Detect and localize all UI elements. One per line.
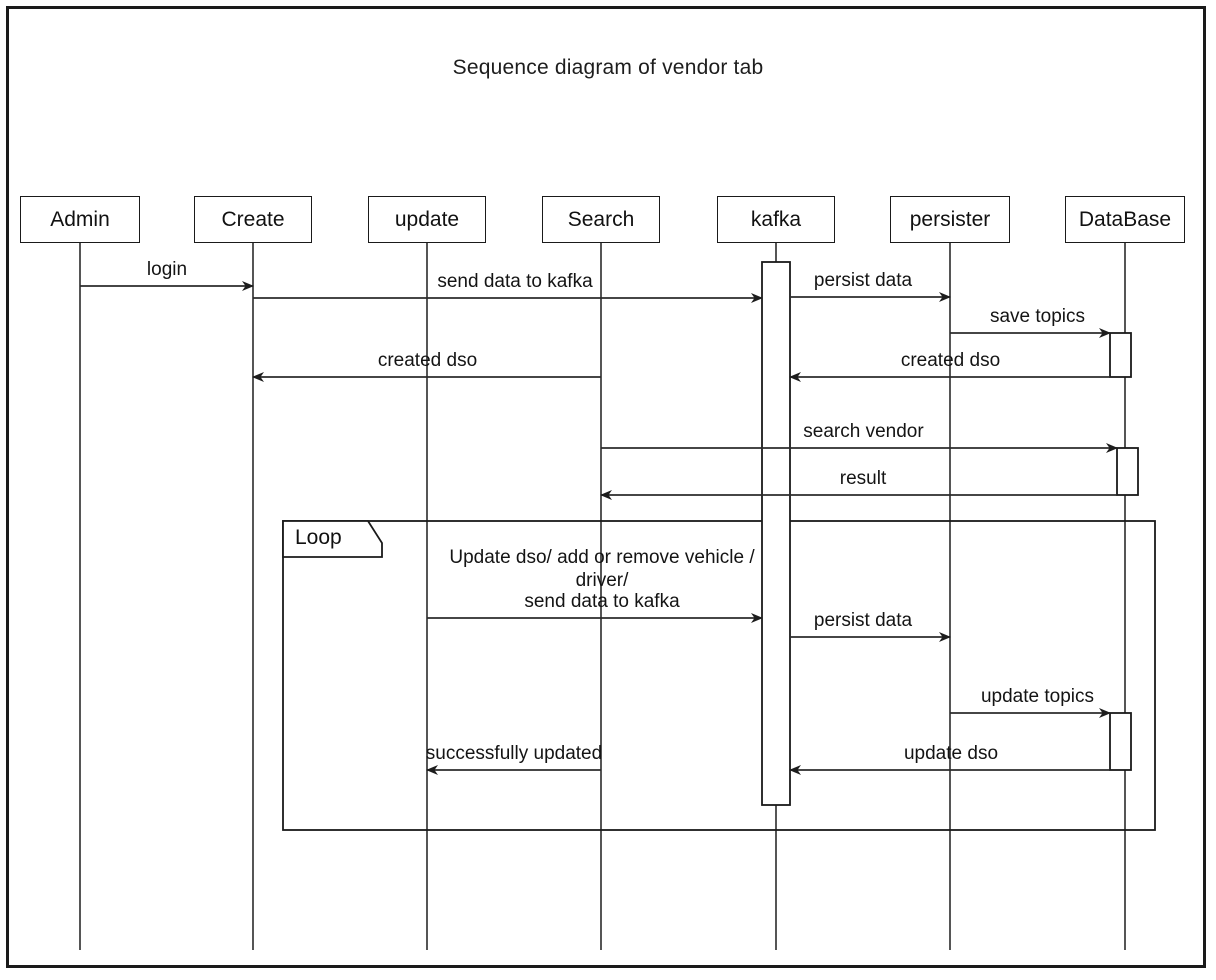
- actor-box-persister[interactable]: persister: [890, 196, 1010, 243]
- message-label-m3: persist data: [813, 270, 913, 291]
- actor-label: Create: [221, 207, 285, 231]
- message-label-m14: successfully updated: [425, 743, 603, 764]
- activations-layer: [761, 261, 1139, 806]
- actor-label: persister: [909, 207, 991, 231]
- lifelines-layer: [79, 243, 1126, 950]
- page-frame-border: [6, 6, 1206, 968]
- message-label-m12: update topics: [980, 686, 1095, 707]
- actor-box-database[interactable]: DataBase: [1065, 196, 1185, 243]
- actor-box-update[interactable]: update: [368, 196, 486, 243]
- message-label-m2: send data to kafka: [437, 271, 593, 292]
- message-label-m4: save topics: [989, 306, 1086, 327]
- actor-box-create[interactable]: Create: [194, 196, 312, 243]
- actor-box-admin[interactable]: Admin: [20, 196, 140, 243]
- message-label-m6: created dso: [377, 350, 478, 371]
- message-label-m7: search vendor: [803, 421, 924, 442]
- message-label-m8: result: [839, 468, 887, 489]
- messages-layer: [80, 281, 1118, 775]
- actor-box-search[interactable]: Search: [542, 196, 660, 243]
- fragment-label-loop1: Loop: [295, 526, 342, 549]
- message-label-m11: persist data: [813, 610, 913, 631]
- actor-label: update: [394, 207, 460, 231]
- actor-box-kafka[interactable]: kafka: [717, 196, 835, 243]
- fragment-box-loop1: [282, 520, 1156, 831]
- actor-label: Search: [567, 207, 635, 231]
- message-label-m10: send data to kafka: [524, 591, 680, 612]
- actor-label: kafka: [750, 207, 802, 231]
- fragments-layer: [282, 520, 1156, 831]
- message-label-m1: login: [146, 259, 188, 280]
- actor-label: DataBase: [1078, 207, 1172, 231]
- activation-bar-act-db-1: [1109, 332, 1132, 378]
- activation-bar-act-db-3: [1109, 712, 1132, 771]
- message-label-m5: created dso: [900, 350, 1001, 371]
- actor-label: Admin: [50, 207, 110, 231]
- message-label-m9: Update dso/ add or remove vehicle / driv…: [449, 547, 755, 592]
- page-title: Sequence diagram of vendor tab: [452, 56, 764, 79]
- fragment-label-tab-loop1: [282, 520, 383, 558]
- activation-bar-act-db-2: [1116, 447, 1139, 496]
- message-label-m13: update dso: [903, 743, 999, 764]
- activation-bar-act-kafka-1: [761, 261, 791, 806]
